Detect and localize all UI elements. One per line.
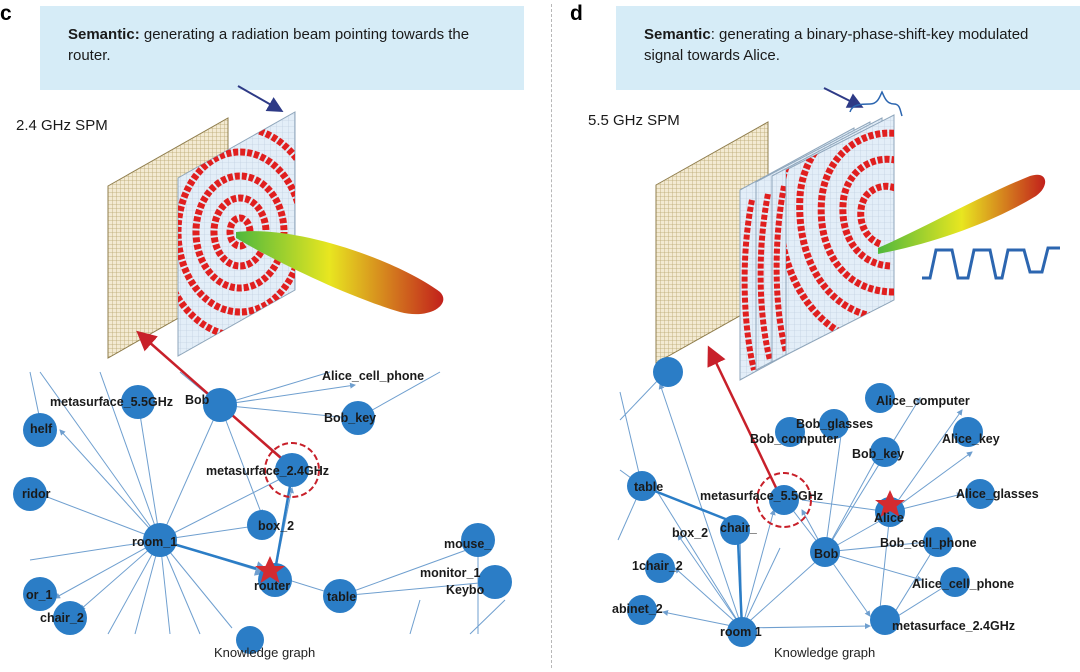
node-label: Alice_cell_phone xyxy=(322,369,424,383)
node-label: Bob_key xyxy=(852,447,904,461)
panel-label: d xyxy=(570,2,583,25)
edge-room-router xyxy=(159,538,271,576)
spm-label: 2.4 GHz SPM xyxy=(16,117,108,134)
metasurface-diagram: metasurface_5.5GHz Bob Alice_cell_phone … xyxy=(13,85,512,654)
node-label: or_1 xyxy=(26,588,52,602)
node-label: Alice_cell_phone xyxy=(912,577,1014,591)
node-label: monitor_1 xyxy=(420,566,480,580)
node-label: ridor xyxy=(22,487,51,501)
node-label: Bob xyxy=(185,393,210,407)
edge-room-chair xyxy=(736,539,744,629)
node-label: 1chair_2 xyxy=(632,559,683,573)
semantic-text: : generating a binary-phase-shift-key mo… xyxy=(644,26,1029,64)
node-label: abinet_2 xyxy=(612,602,663,616)
node-label: room_1 xyxy=(132,535,177,549)
graph-nodes xyxy=(627,357,995,647)
pointer-arrow xyxy=(823,87,864,108)
node-label: box_2 xyxy=(258,519,294,533)
node-label: room 1 xyxy=(720,625,762,639)
semantic-heading: Semantic: xyxy=(68,26,140,43)
semantic-box: Semantic: generating a radiation beam po… xyxy=(40,6,524,90)
edge-metasurface-router xyxy=(274,485,292,566)
edge-table-chair xyxy=(641,484,729,522)
router-star xyxy=(255,556,285,583)
graph-edges xyxy=(29,371,506,635)
node-label: Alice xyxy=(874,511,904,525)
node-label: Alice_computer xyxy=(876,394,970,408)
node-label: metasurface_2.4GHz xyxy=(892,619,1015,633)
node-label: box_2 xyxy=(672,526,708,540)
node-label: chair_ xyxy=(720,521,758,535)
target-node-ring xyxy=(264,442,320,498)
node-label: router xyxy=(254,579,290,593)
node-label: helf xyxy=(30,422,53,436)
node-label: table xyxy=(327,590,356,604)
node-label: Bob_glasses xyxy=(796,417,873,431)
semantic-box: Semantic: generating a binary-phase-shif… xyxy=(616,6,1080,90)
node-label: Bob_computer xyxy=(750,432,838,446)
radiation-beam xyxy=(878,174,1046,254)
pointer-arrow xyxy=(237,85,284,112)
panel-label: c xyxy=(0,2,12,25)
target-node-ring xyxy=(756,472,812,528)
graph-caption: Knowledge graph xyxy=(774,645,876,660)
node-label: Alice_key xyxy=(942,432,1000,446)
alice-star xyxy=(875,490,905,517)
semantic-text: generating a radiation beam pointing tow… xyxy=(68,26,470,64)
metasurface-panel xyxy=(785,114,895,356)
panel-c: c Semantic: generating a radiation beam … xyxy=(0,2,524,660)
panel-divider xyxy=(551,4,552,668)
node-label: metasurface_5.5GHz xyxy=(50,395,173,409)
node-label: mouse_ xyxy=(444,537,492,551)
metasurface-diagram: Alice_computer Bob_glasses Bob_computer … xyxy=(612,87,1060,647)
layer-brace xyxy=(849,90,903,117)
node-label: metasurface_5.5GHz xyxy=(700,489,823,503)
node-label: Bob_cell_phone xyxy=(880,536,977,550)
node-label: Bob_key xyxy=(324,411,376,425)
radiation-beam xyxy=(236,231,444,315)
semantic-heading: Semantic xyxy=(644,26,711,43)
bpsk-signal xyxy=(922,246,1060,280)
node-label: Alice_glasses xyxy=(956,487,1039,501)
node-label: Bob xyxy=(814,547,839,561)
spm-label: 5.5 GHz SPM xyxy=(588,112,680,129)
highlight-arrow xyxy=(707,345,782,497)
graph-caption: Knowledge graph xyxy=(214,645,316,660)
panel-d: d Semantic: generating a binary-phase-sh… xyxy=(560,0,1080,672)
node-label: metasurface_2.4GHz xyxy=(206,464,329,478)
node-label: Keybo xyxy=(446,583,485,597)
node-label: table xyxy=(634,480,663,494)
node-label: chair_2 xyxy=(40,611,84,625)
